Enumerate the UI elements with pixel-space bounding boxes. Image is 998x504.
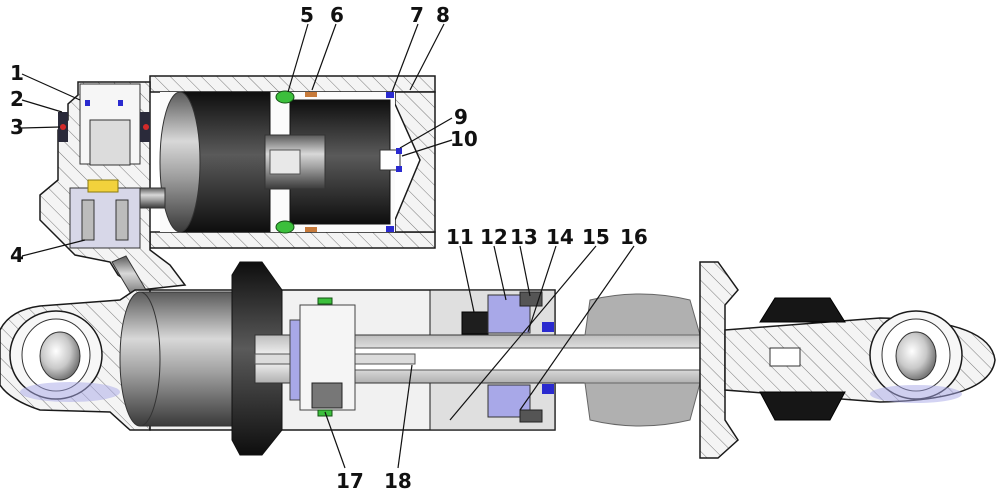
- head-reservoir-link: [139, 187, 166, 209]
- leader-3: [21, 126, 61, 129]
- top-out-bumper-top: [759, 297, 846, 323]
- reservoir-body-face: [159, 91, 201, 233]
- floating-piston-neck: [269, 149, 301, 175]
- seal-red-left: [60, 124, 66, 130]
- seal-green-bottom: [275, 220, 295, 234]
- callout-17: 17: [336, 469, 364, 493]
- leader-6: [311, 23, 337, 91]
- callout-labels: 1 2 3 4 5 6 7 8 9 10 11 12 13 14 15 16 1…: [10, 3, 648, 493]
- callout-13: 13: [510, 225, 538, 249]
- spring-retainer: [699, 261, 739, 459]
- left-eye-sleeve: [39, 331, 81, 381]
- callout-5: 5: [300, 3, 314, 27]
- callout-12: 12: [480, 225, 508, 249]
- top-out-bumper-bottom: [759, 391, 846, 421]
- callout-7: 7: [410, 3, 424, 27]
- leader-4: [21, 239, 86, 257]
- seal-green-top: [275, 90, 295, 104]
- reservoir-end-cap: [394, 91, 436, 233]
- schrader-valve: [379, 149, 401, 171]
- leader-10: [401, 139, 453, 157]
- leader-13: [519, 245, 531, 297]
- seal-blue-right: [118, 100, 123, 106]
- leader-14: [527, 245, 557, 333]
- right-eye-bushing-violet: [870, 385, 962, 403]
- main-body-assembly: [0, 261, 996, 459]
- leader-16: [519, 245, 635, 411]
- head-assembly: [39, 81, 187, 307]
- callout-18: 18: [384, 469, 412, 493]
- reservoir-tube-bottom-wall: [149, 231, 436, 249]
- bottom-out-bumper-lower: [584, 382, 701, 427]
- valve-spool-left: [81, 199, 95, 241]
- leader-5: [287, 23, 309, 93]
- callout-15: 15: [582, 225, 610, 249]
- valve-seal-blue-2: [396, 166, 402, 172]
- leader-18: [397, 364, 413, 469]
- seal-blue-cap-top: [386, 92, 394, 98]
- seal-head-lip-bottom: [519, 409, 543, 423]
- seal-red-right: [143, 124, 149, 130]
- leader-7: [391, 23, 419, 93]
- bottom-out-bumper: [584, 293, 701, 336]
- leader-8: [409, 23, 445, 91]
- callout-16: 16: [620, 225, 648, 249]
- callout-2: 2: [10, 87, 24, 111]
- piston-bottom-block: [311, 382, 343, 409]
- leader-15: [449, 245, 597, 421]
- shim-stack-violet: [289, 319, 301, 401]
- leader-lines: [21, 23, 635, 469]
- valve-yellow-insert: [87, 179, 119, 193]
- callout-3: 3: [10, 115, 24, 139]
- seal-head-lip-top: [519, 291, 543, 307]
- reservoir-assembly: [149, 75, 436, 249]
- valve-seal-blue: [396, 148, 402, 154]
- seal-head-dark: [461, 311, 489, 335]
- callout-11: 11: [446, 225, 474, 249]
- left-eye-bushing-violet: [20, 382, 120, 402]
- seal-blue-left: [85, 100, 90, 106]
- right-eye-sleeve: [895, 331, 937, 381]
- main-piston-face: [119, 291, 161, 427]
- callout-1: 1: [10, 61, 24, 85]
- seal-blue-cap-bottom: [386, 226, 394, 232]
- seal-orange-bottom: [305, 227, 317, 232]
- piston-seal-green-top: [317, 297, 333, 305]
- seal-head-blue-top: [542, 322, 554, 332]
- leader-11: [459, 245, 475, 313]
- seal-head-blue-bottom: [542, 384, 554, 394]
- callout-8: 8: [436, 3, 450, 27]
- leader-9: [399, 117, 453, 149]
- callout-4: 4: [10, 243, 24, 267]
- leader-17: [324, 411, 346, 469]
- callout-6: 6: [330, 3, 344, 27]
- adjuster-knob-collar: [89, 119, 131, 166]
- callout-10: 10: [450, 127, 478, 151]
- callout-14: 14: [546, 225, 574, 249]
- callout-9: 9: [454, 105, 468, 129]
- leader-2: [21, 99, 63, 113]
- rod-end-port: [769, 347, 801, 367]
- valve-spool-right: [115, 199, 129, 241]
- leader-12: [493, 245, 507, 301]
- valve-block: [69, 187, 141, 249]
- seal-orange-top: [305, 92, 317, 97]
- leader-1: [21, 73, 81, 101]
